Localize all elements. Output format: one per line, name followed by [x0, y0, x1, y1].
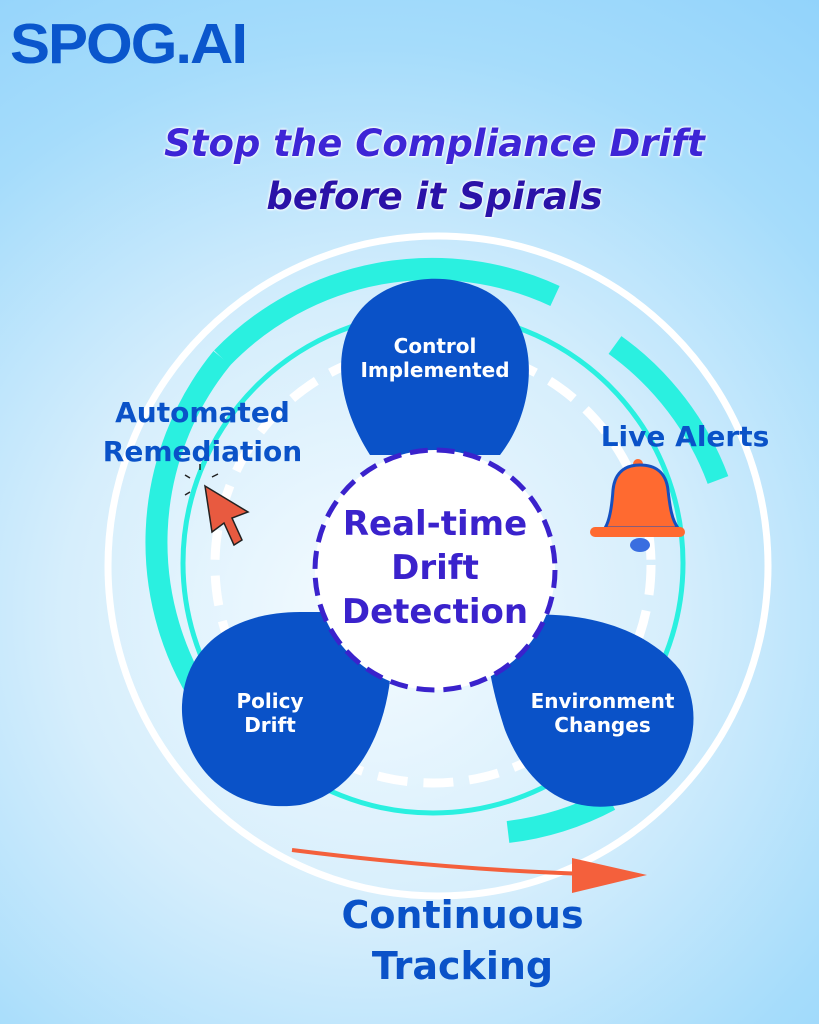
arc-right	[608, 336, 729, 484]
arrow-icon	[572, 858, 647, 893]
tracking-arrow-line	[291, 848, 591, 876]
node-control-label: Control Implemented	[360, 334, 510, 382]
node-control-blob	[341, 278, 529, 455]
arc-top	[214, 257, 560, 366]
title-line-1: Stop the Compliance Drift	[164, 122, 705, 165]
bell-icon	[590, 459, 685, 552]
title-line-2: before it Spirals	[266, 175, 603, 218]
center-label: Real-time Drift Detection	[341, 504, 529, 633]
node-policy-blob	[181, 612, 392, 807]
remediation-label: Automated Remediation	[102, 396, 303, 469]
node-environment-blob	[485, 614, 694, 807]
outer-ring	[104, 232, 772, 900]
cursor-icon	[184, 464, 250, 547]
center-dashed-circle	[312, 447, 558, 693]
arc-left	[145, 351, 231, 715]
spog-logo: SPOG.AI	[10, 11, 248, 76]
node-policy-label: Policy Drift	[236, 689, 304, 737]
node-environment-label: Environment Changes	[530, 689, 675, 737]
live-alerts-label: Live Alerts	[600, 420, 770, 453]
tracking-label: Continuous Tracking	[341, 893, 584, 989]
